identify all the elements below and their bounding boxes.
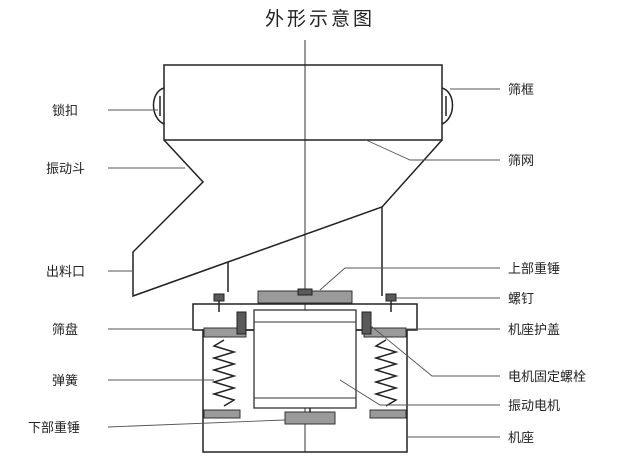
screw-right-head — [385, 293, 397, 302]
label-lock-buckle: 锁扣 — [52, 103, 78, 119]
label-base: 机座 — [508, 431, 534, 446]
leader-motor-bolt — [370, 325, 500, 377]
lock-buckle-left — [152, 87, 165, 125]
spring-right — [373, 339, 399, 407]
label-screw: 螺钉 — [508, 292, 534, 307]
spring-seat-left — [203, 409, 241, 419]
hopper-left-wall — [132, 139, 229, 298]
lock-buckle-right — [441, 87, 454, 125]
label-motor-bolt: 电机固定螺栓 — [508, 370, 586, 385]
screen-mesh-line — [227, 206, 383, 263]
spring-seat-right — [369, 409, 407, 419]
upper-weight-nut — [297, 288, 313, 296]
screw-left-head — [213, 293, 225, 302]
label-upper-weight: 上部重锤 — [508, 261, 560, 277]
label-screen-mesh: 筛网 — [508, 154, 534, 169]
spring-left — [211, 339, 237, 407]
label-lower-weight: 下部重锤 — [28, 420, 80, 436]
leader-screen-mesh — [365, 139, 500, 161]
lower-weight — [284, 411, 336, 425]
leader-upper-weight — [319, 267, 500, 291]
screen-frame — [163, 64, 443, 141]
label-discharge-port: 出料口 — [46, 265, 85, 280]
motor-bolt-left — [236, 311, 247, 335]
leader-vibration-motor — [339, 379, 500, 406]
vibration-motor — [253, 309, 357, 409]
leader-lower-weight — [107, 419, 286, 428]
motor-bolt-right — [361, 311, 372, 335]
label-base-cover: 机座护盖 — [508, 323, 560, 338]
diagram-title: 外形示意图 — [264, 8, 375, 30]
label-screen-frame: 筛框 — [508, 83, 534, 98]
label-vibrating-hopper: 振动斗 — [46, 162, 85, 177]
label-screen-tray: 筛盘 — [52, 322, 78, 338]
hopper-right-wall — [381, 139, 443, 296]
label-vibration-motor: 振动电机 — [508, 399, 560, 414]
label-spring: 弹簧 — [52, 373, 78, 389]
